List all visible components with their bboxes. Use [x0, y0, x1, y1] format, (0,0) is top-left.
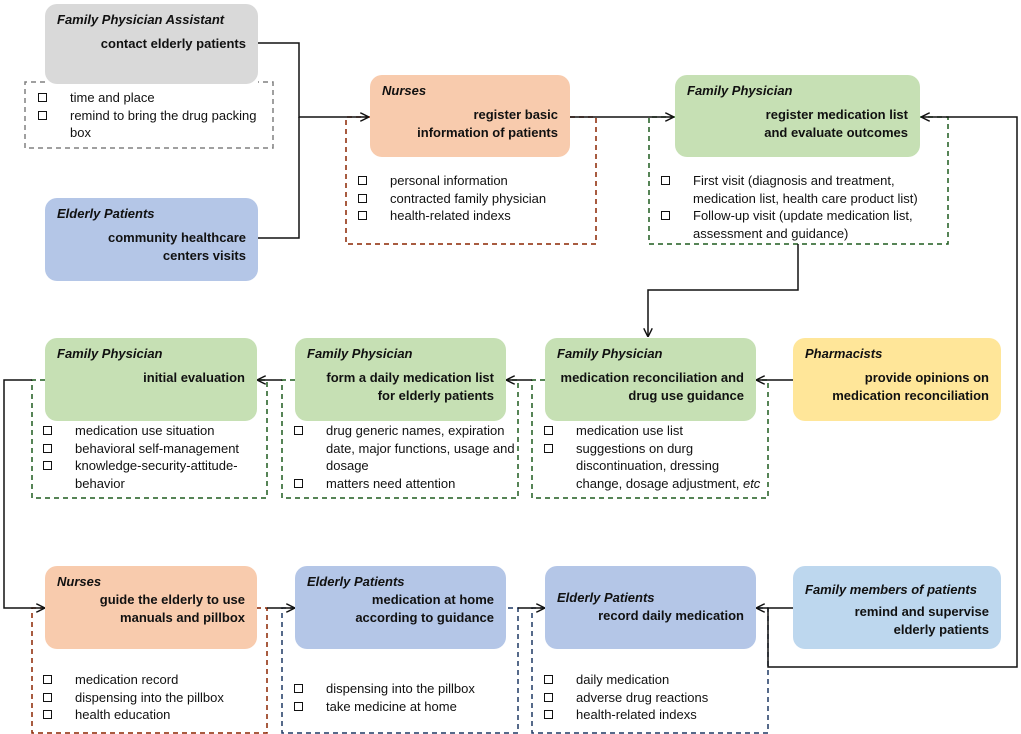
list-item: medication record [43, 671, 265, 689]
elderly-home-box: Elderly Patients medication at home acco… [295, 566, 506, 649]
box-task: medication at home according to guidance [355, 592, 494, 625]
box-task: medication reconciliation and drug use g… [560, 370, 744, 403]
checkbox-icon [43, 443, 52, 453]
checkbox-icon [43, 675, 52, 684]
list-item: health-related indexs [358, 207, 588, 225]
checkbox-icon [358, 211, 367, 220]
physician-eval-box: Family Physician initial evaluation [45, 338, 257, 421]
list-item: medication use situation [43, 422, 265, 440]
box-role: Nurses [57, 574, 102, 589]
pharmacists-box: Pharmacists provide opinions on medicati… [793, 338, 1001, 421]
nurses-guide-box: Nurses guide the elderly to use manuals … [45, 566, 257, 649]
assistant-checklist: time and place remind to bring the drug … [38, 89, 258, 142]
checkbox-icon [544, 710, 553, 719]
list-item: adverse drug reactions [544, 689, 766, 707]
box-role: Elderly Patients [557, 590, 655, 605]
physician-list-box: Family Physician form a daily medication… [295, 338, 506, 421]
nurses-register-checklist: personal information contracted family p… [358, 172, 588, 225]
list-item: health-related indexs [544, 706, 766, 724]
eval-to-nurses-guide-connector [3, 379, 44, 608]
checkbox-icon [43, 426, 52, 435]
box-task: register medication list and evaluate ou… [764, 107, 908, 140]
checkbox-icon [544, 426, 553, 435]
list-item: behavioral self-management [43, 440, 265, 458]
list-item: Follow-up visit (update medication list,… [661, 207, 943, 242]
checkbox-icon [43, 692, 52, 702]
family-box: Family members of patients remind and su… [793, 566, 1001, 649]
box-role: Family members of patients [805, 582, 977, 597]
box-role: Elderly Patients [307, 574, 405, 589]
list-item: daily medication [544, 671, 766, 689]
physician-list-checklist: drug generic names, expiration date, maj… [294, 422, 516, 492]
nurses-register-box: Nurses register basic information of pat… [370, 75, 570, 157]
checkbox-icon [661, 176, 670, 185]
list-item: dispensing into the pillbox [43, 689, 265, 707]
physician-register-box: Family Physician register medication lis… [675, 75, 920, 157]
elderly-home-checklist: dispensing into the pillbox take medicin… [294, 680, 516, 715]
list-item: personal information [358, 172, 588, 190]
list-item: remind to bring the drug packing box [38, 107, 258, 142]
box-role: Pharmacists [805, 346, 883, 361]
checkbox-icon [294, 684, 303, 693]
list-item: dispensing into the pillbox [294, 680, 516, 698]
checkbox-icon [294, 478, 303, 488]
box-task: form a daily medication list for elderly… [326, 370, 494, 403]
box-role: Family Physician [307, 346, 413, 361]
list-item: knowledge-security-attitude-behavior [43, 457, 265, 492]
box-role: Family Physician [57, 346, 163, 361]
elderly-record-box: Elderly Patients record daily medication [545, 566, 756, 649]
box-task: community healthcare centers visits [108, 230, 246, 263]
checkbox-icon [294, 426, 303, 435]
checkbox-icon [544, 675, 553, 684]
box-role: Family Physician [557, 346, 663, 361]
box-role: Nurses [382, 83, 427, 98]
list-item: medication use list [544, 422, 766, 440]
list-item: matters need attention [294, 475, 516, 493]
record-feedback-connector [767, 117, 1018, 668]
box-role: Family Physician [687, 83, 793, 98]
box-task: remind and supervise elderly patients [854, 604, 989, 637]
box-task: record daily medication [598, 608, 744, 623]
list-item: suggestions on durg discontinuation, dre… [544, 440, 766, 493]
etc-suffix: etc [742, 475, 761, 491]
checkbox-icon [294, 701, 303, 711]
elderly-visit-to-nurses-connector [258, 117, 300, 239]
physician-eval-checklist: medication use situation behavioral self… [43, 422, 265, 492]
box-task: provide opinions on medication reconcili… [832, 370, 989, 403]
elderly-record-checklist: daily medication adverse drug reactions … [544, 671, 766, 724]
checkbox-icon [661, 211, 670, 220]
physician-register-to-reconcile-connector [648, 244, 799, 336]
assistant-to-nurses-connector [258, 42, 368, 117]
checkbox-icon [358, 193, 367, 203]
list-item: drug generic names, expiration date, maj… [294, 422, 516, 475]
checkbox-icon [43, 461, 52, 470]
box-task: guide the elderly to use manuals and pil… [99, 592, 245, 625]
checkbox-icon [544, 692, 553, 702]
physician-register-checklist: First visit (diagnosis and treatment, me… [661, 172, 943, 242]
physician-reconcile-box: Family Physician medication reconciliati… [545, 338, 756, 421]
box-task: initial evaluation [143, 370, 245, 385]
physician-reconcile-checklist: medication use list suggestions on durg … [544, 422, 766, 492]
checkbox-icon [38, 110, 47, 120]
assistant-box: Family Physician Assistant contact elder… [45, 4, 258, 84]
list-item: contracted family physician [358, 190, 588, 208]
nurses-guide-checklist: medication record dispensing into the pi… [43, 671, 265, 724]
box-task: contact elderly patients [100, 36, 246, 51]
list-item: time and place [38, 89, 258, 107]
checkbox-icon [358, 176, 367, 185]
list-item: First visit (diagnosis and treatment, me… [661, 172, 943, 207]
box-task: register basic information of patients [417, 107, 558, 140]
checkbox-icon [544, 443, 553, 453]
list-item: health education [43, 706, 265, 724]
physician-eval-list-frame [31, 379, 268, 499]
checkbox-icon [38, 93, 47, 102]
assistant-list-frame [24, 81, 274, 149]
checkbox-icon [43, 710, 52, 719]
list-item: take medicine at home [294, 698, 516, 716]
box-role: Elderly Patients [57, 206, 155, 221]
elderly-visit-box: Elderly Patients community healthcare ce… [45, 198, 258, 281]
box-role: Family Physician Assistant [57, 12, 225, 27]
